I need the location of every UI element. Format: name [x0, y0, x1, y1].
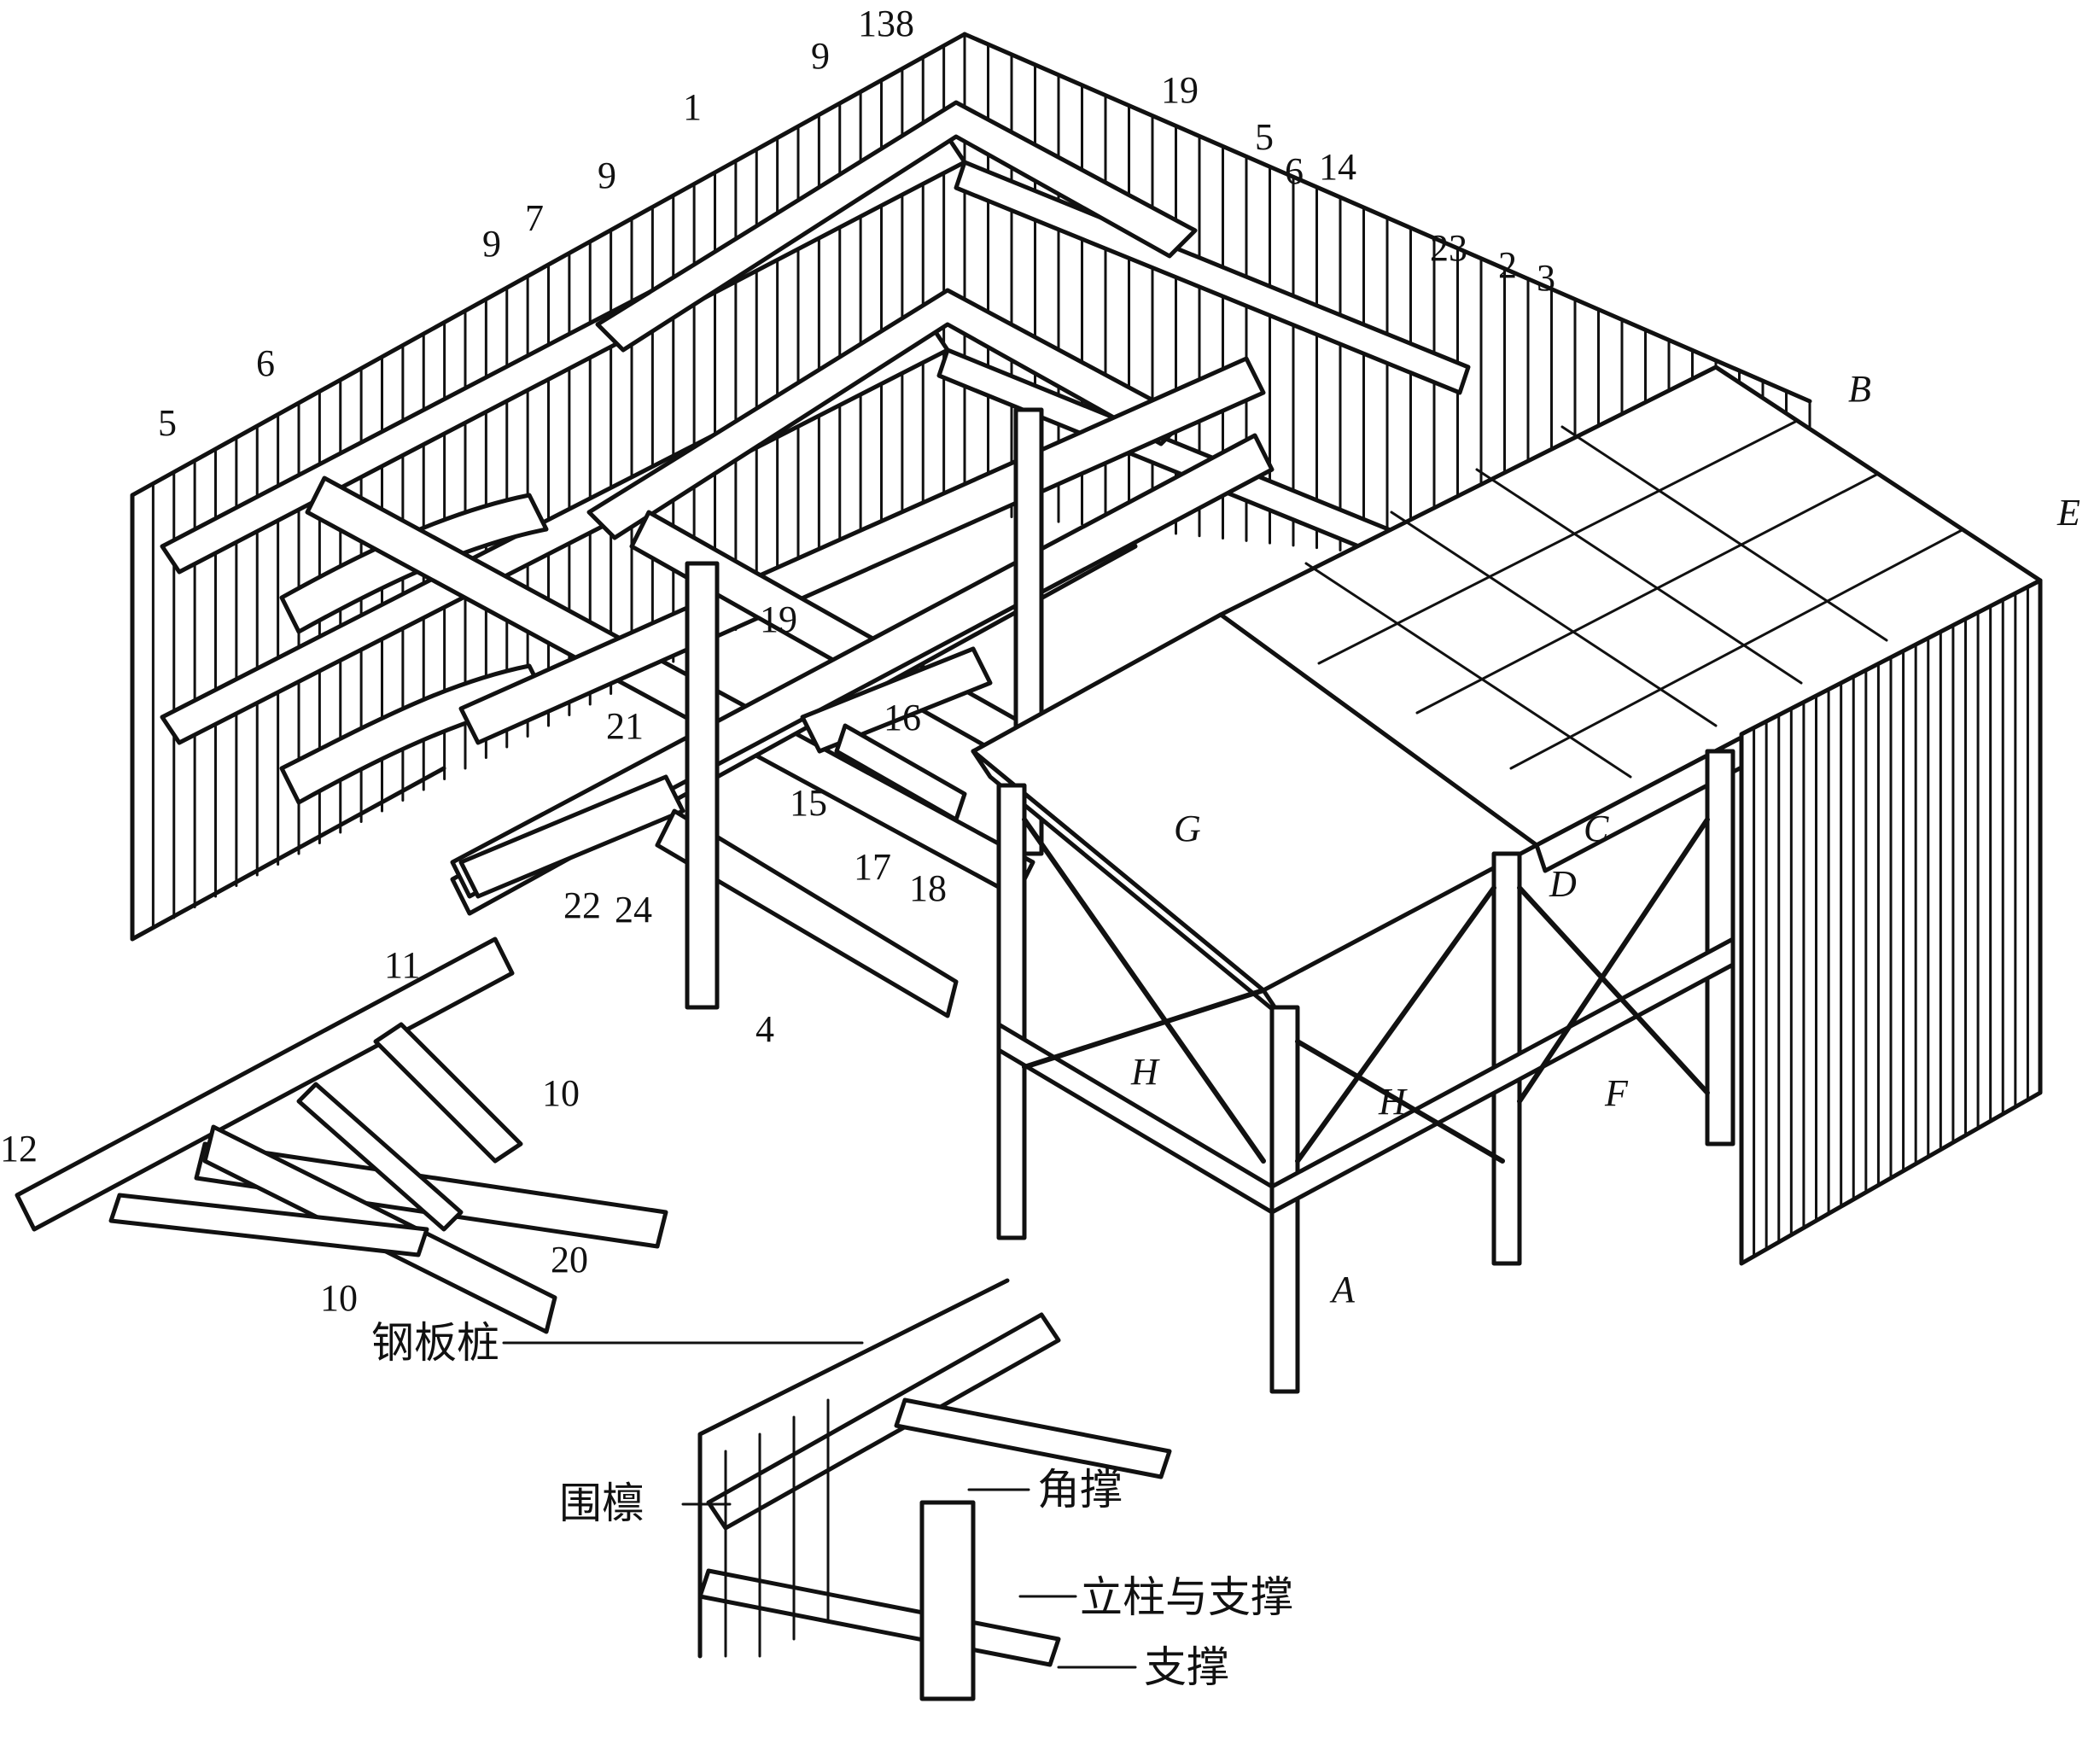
label-F: F	[1604, 1072, 1629, 1114]
label-15: 15	[790, 782, 827, 824]
label-20: 20	[551, 1239, 588, 1281]
part-number-labels: 1 2 3 4 5 5 6 6 7 9 9 9 10 10 11 12 138 …	[0, 3, 1555, 1319]
label-B: B	[1848, 368, 1871, 410]
label-D: D	[1549, 863, 1577, 905]
label-23: 23	[1430, 227, 1467, 269]
label-H-left: H	[1130, 1051, 1160, 1093]
label-6-right: 6	[1285, 150, 1304, 192]
sheet-pile-panel-right	[1739, 578, 2043, 1266]
label-4: 4	[755, 1008, 774, 1050]
label-21: 21	[606, 705, 644, 747]
label-17: 17	[854, 846, 891, 888]
legend-labels: 钢板桩 围檩 角撑 立柱与支撑 支撑	[371, 1318, 1293, 1692]
label-C: C	[1584, 808, 1609, 849]
label-3: 3	[1537, 257, 1555, 299]
label-19-mid: 19	[760, 598, 797, 640]
label-6-left: 6	[256, 342, 275, 384]
label-H-right: H	[1378, 1081, 1408, 1123]
label-11: 11	[384, 944, 420, 986]
trestle-frame	[996, 749, 1735, 1394]
legend-corner-brace: 角撑	[1037, 1465, 1123, 1514]
label-1: 1	[683, 86, 702, 128]
label-12: 12	[0, 1128, 38, 1170]
strut-extensions	[458, 646, 993, 1018]
label-10-bottom: 10	[320, 1277, 358, 1319]
legend-strut: 支撑	[1144, 1642, 1229, 1692]
label-9-mid: 9	[598, 155, 616, 196]
label-5-left: 5	[158, 402, 177, 444]
label-E: E	[2056, 492, 2080, 534]
legend-column-and-strut: 立柱与支撑	[1080, 1572, 1293, 1622]
label-A: A	[1329, 1269, 1356, 1310]
label-14: 14	[1319, 146, 1356, 188]
label-10-right: 10	[542, 1072, 580, 1114]
legend-sheet-pile: 钢板桩	[371, 1318, 499, 1368]
leader-lines	[502, 1341, 1137, 1669]
connection-detail	[15, 936, 668, 1334]
label-18: 18	[909, 867, 947, 909]
label-5-right: 5	[1255, 116, 1274, 158]
label-2: 2	[1498, 244, 1517, 286]
part-letter-labels: A B C D E F G H H	[1130, 368, 2080, 1310]
label-G: G	[1174, 808, 1201, 849]
label-13-8: 138	[858, 3, 914, 44]
legend-wale: 围檩	[559, 1479, 645, 1528]
label-19-top: 19	[1161, 69, 1199, 111]
label-22: 22	[563, 884, 601, 926]
legend-detail	[697, 1278, 1172, 1701]
label-7: 7	[525, 197, 544, 239]
label-24: 24	[615, 889, 652, 931]
label-9-low: 9	[482, 223, 501, 265]
label-16: 16	[884, 697, 921, 738]
label-9-top: 9	[811, 35, 830, 77]
